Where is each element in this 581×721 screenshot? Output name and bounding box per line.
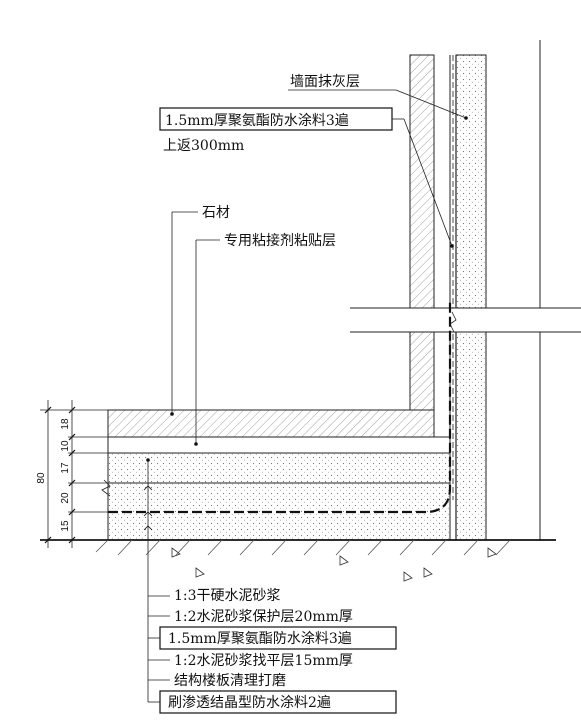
label-protective-layer: 1:2水泥砂浆保护层20mm厚 <box>174 609 353 625</box>
label-floor-waterproof: 1.5mm厚聚氨酯防水涂料3遍 <box>168 631 352 647</box>
dim-layer-5: 15 <box>60 520 71 532</box>
bottom-leaders <box>143 458 397 714</box>
label-slab-cleaning: 结构楼板清理打磨 <box>174 672 286 689</box>
label-upturn: 上返300mm <box>163 138 244 154</box>
label-adhesive: 专用粘接剂粘贴层 <box>224 232 336 249</box>
upper-leaders <box>159 89 468 446</box>
dimension-chain: 80 18 10 17 20 15 <box>36 400 108 548</box>
crystalline-coating-box <box>159 690 397 714</box>
label-wall-plaster: 墙面抹灰层 <box>290 74 360 90</box>
label-dry-mortar: 1:3干硬水泥砂浆 <box>174 588 281 604</box>
floor-waterproof-box <box>159 626 397 650</box>
dim-layer-2: 10 <box>60 440 71 452</box>
label-wall-waterproof: 1.5mm厚聚氨酯防水涂料3遍 <box>165 113 349 129</box>
dim-layer-3: 17 <box>60 462 71 474</box>
wall <box>409 40 541 541</box>
floor-layers <box>40 300 556 582</box>
dim-layer-4: 20 <box>60 492 71 504</box>
dim-total: 80 <box>36 472 47 484</box>
dim-layer-1: 18 <box>60 418 71 430</box>
label-stone: 石材 <box>202 205 230 221</box>
label-crystalline-coating: 刷渗透结晶型防水涂料2遍 <box>168 695 331 711</box>
label-leveling-layer: 1:2水泥砂浆找平层15mm厚 <box>174 653 353 669</box>
wall-break-line <box>350 307 581 333</box>
